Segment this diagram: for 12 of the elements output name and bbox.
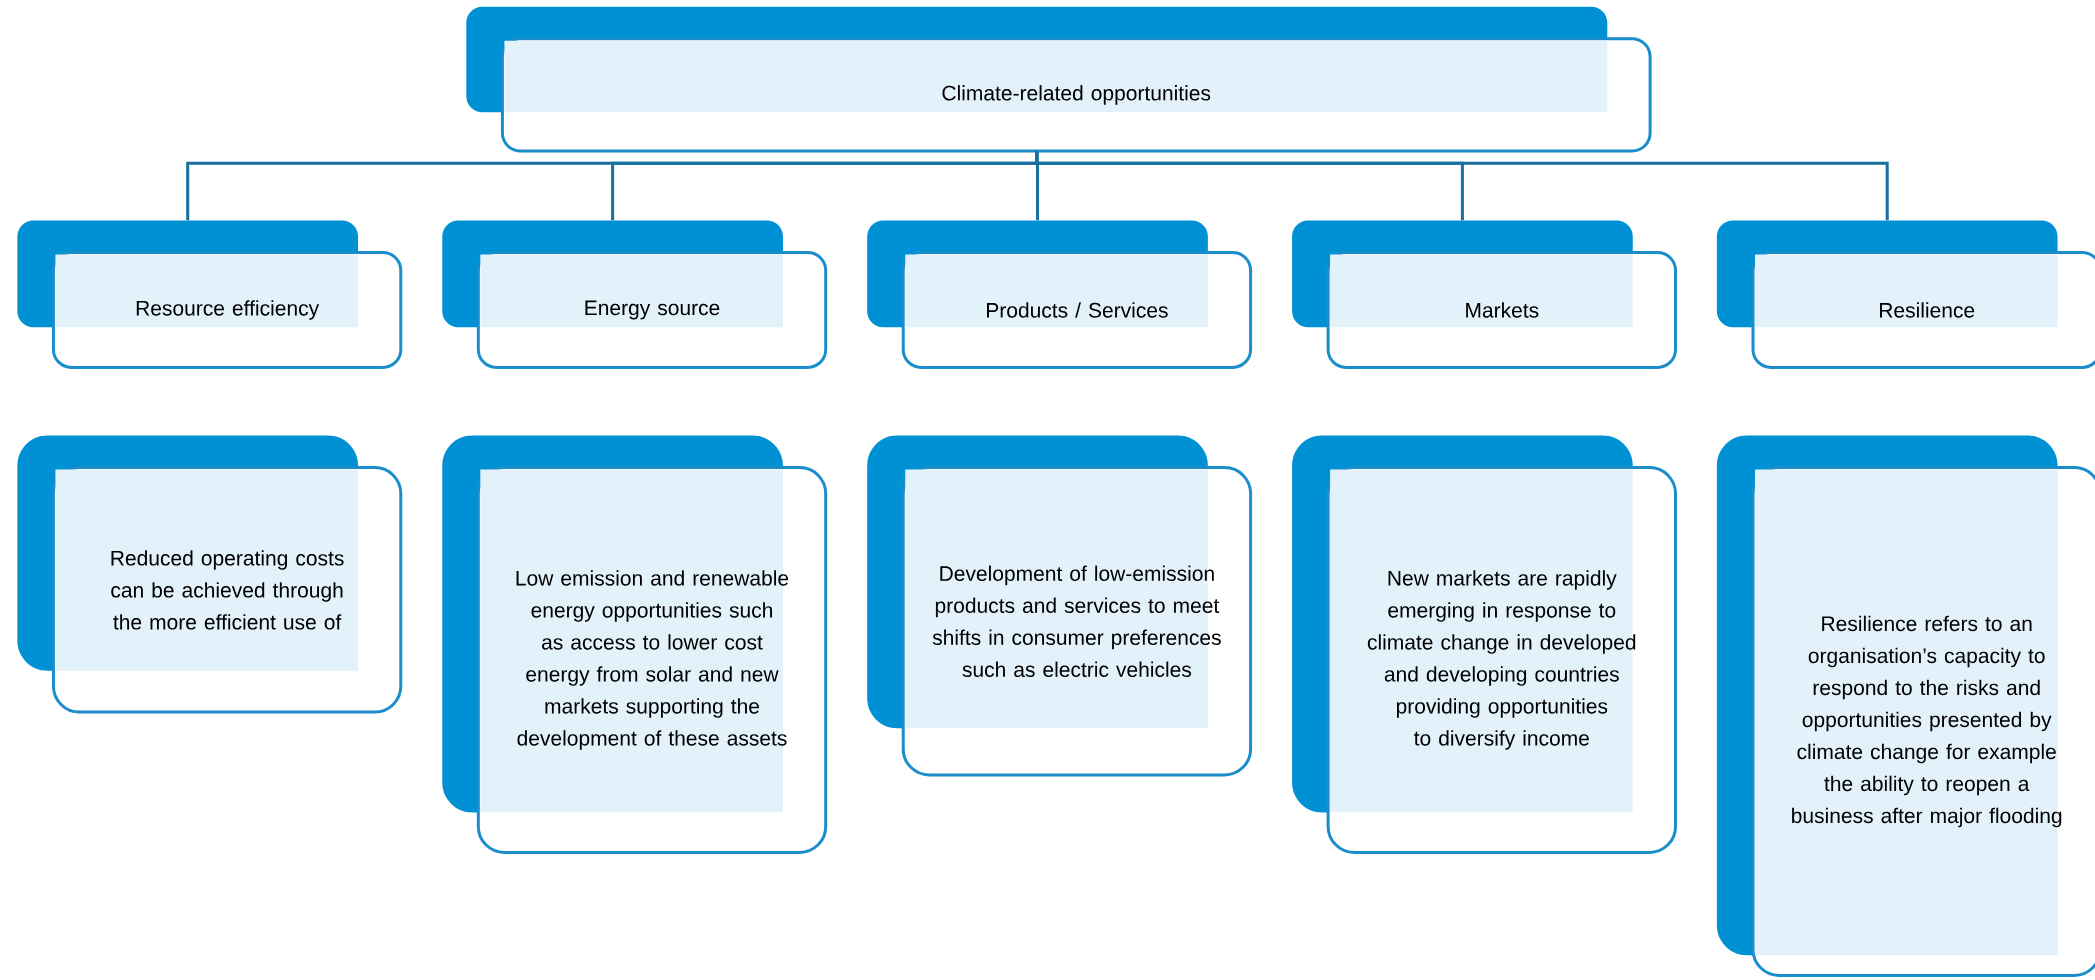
summary-box: Low emission and renewable energy opportunities such as access to lower cost energy from solar and new markets supporting the development of these assets	[442, 435, 828, 854]
category-box: Resilience	[1716, 220, 2095, 369]
summary-box: Reduced operating costs can be achieved through the more efficient use of	[17, 435, 403, 714]
category-box: Energy source	[442, 220, 828, 369]
category-box: Markets	[1292, 220, 1677, 369]
summary-box: Development of low-emission products and services to meet shifts in consumer preferences such as electric vehicles	[867, 435, 1253, 777]
category-box: Resource efficiency	[17, 220, 403, 369]
summary-box: Resilience refers to an organisation’s capacity to respond to the risks and opportunities presented by climate change for example the ability to reopen a business after major flooding	[1716, 435, 2095, 977]
category-box: Products / Services	[867, 220, 1253, 369]
summary-box: New markets are rapidly emerging in response to climate change in developed and developing countries providing opportunities to diversify income	[1292, 435, 1677, 854]
connector-line	[1035, 151, 1889, 221]
title-box: Climate-related opportunities	[466, 6, 1652, 153]
